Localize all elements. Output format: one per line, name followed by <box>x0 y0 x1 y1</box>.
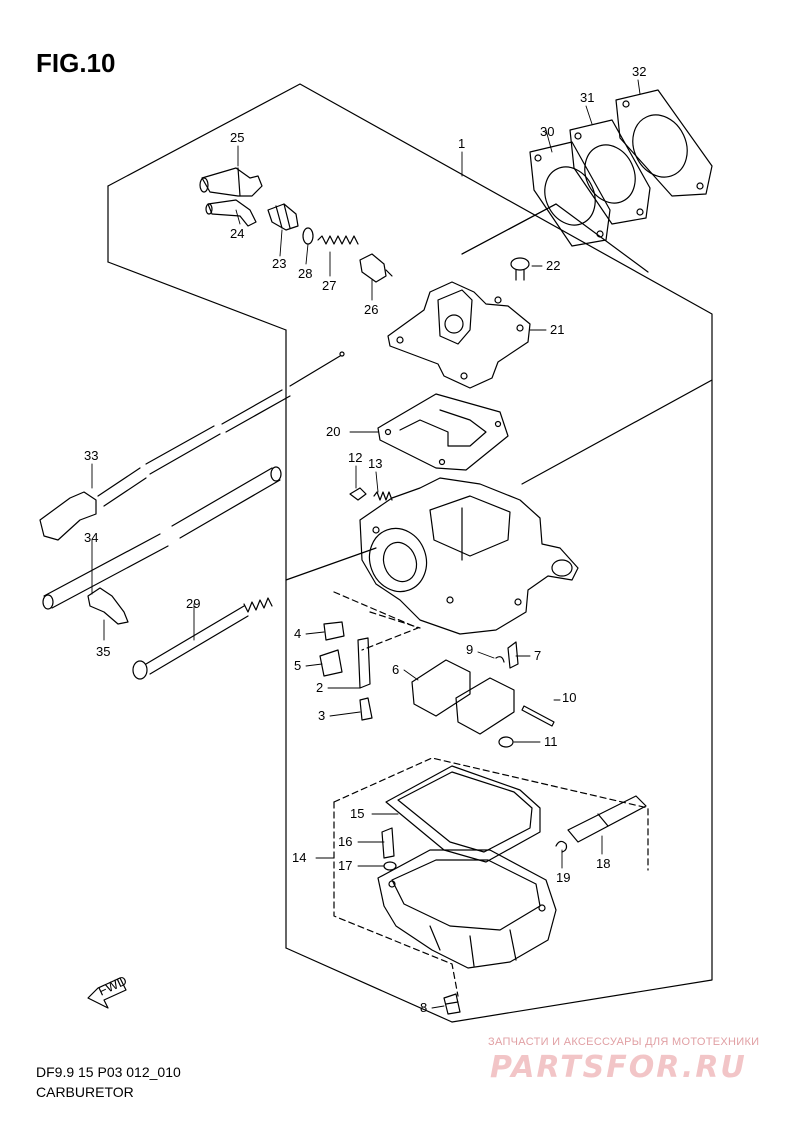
watermark-logo: PARTSFOR.RU <box>490 1050 747 1085</box>
part-label-4: 4 <box>294 626 301 641</box>
pin-10 <box>521 705 555 727</box>
float-6 <box>411 659 515 735</box>
top-cover-21 <box>387 281 531 389</box>
leader-lines <box>91 79 641 1009</box>
jet-3 <box>359 697 373 721</box>
part-label-35: 35 <box>96 644 110 659</box>
choke-cable-33 <box>39 351 345 541</box>
part-label-13: 13 <box>368 456 382 471</box>
part-label-1: 1 <box>458 136 465 151</box>
part-label-19: 19 <box>556 870 570 885</box>
part-label-6: 6 <box>392 662 399 677</box>
part-label-32: 32 <box>632 64 646 79</box>
part-label-18: 18 <box>596 856 610 871</box>
screw-16 <box>381 827 395 859</box>
part-label-34: 34 <box>84 530 98 545</box>
part-label-11: 11 <box>544 734 558 749</box>
clip-19 <box>555 840 568 853</box>
gasket-30 <box>529 141 611 247</box>
clamp-35 <box>87 587 129 625</box>
elbow-fitting-25 <box>199 167 263 197</box>
part-label-33: 33 <box>84 448 98 463</box>
gasket-15 <box>385 765 541 863</box>
part-label-21: 21 <box>550 322 564 337</box>
gasket-32 <box>615 89 713 197</box>
needle-jet-2 <box>357 637 371 689</box>
part-label-12: 12 <box>348 450 362 465</box>
part-label-28: 28 <box>298 266 312 281</box>
spring-13 <box>373 491 393 501</box>
gasket-20 <box>377 393 509 471</box>
screw-12 <box>349 487 367 501</box>
model-code: DF9.9 15 P03 012_010 <box>36 1064 181 1080</box>
part-label-10: 10 <box>562 690 576 705</box>
group-outlines <box>333 591 649 997</box>
float-chamber-14 <box>377 849 557 969</box>
jet-23 <box>267 203 299 231</box>
o-ring-28 <box>302 227 314 245</box>
screw-22 <box>510 257 530 281</box>
part-label-8: 8 <box>420 1000 427 1015</box>
part-label-14: 14 <box>292 850 306 865</box>
figure-title: FIG.10 <box>36 48 116 78</box>
part-label-23: 23 <box>272 256 286 271</box>
part-label-25: 25 <box>230 130 244 145</box>
float-needle-7 <box>507 641 519 669</box>
tube-34 <box>42 466 282 610</box>
assembly-outline <box>107 83 713 1023</box>
part-label-27: 27 <box>322 278 336 293</box>
part-label-31: 31 <box>580 90 594 105</box>
part-label-15: 15 <box>350 806 364 821</box>
forward-arrow-icon: FWD <box>87 973 129 1009</box>
part-label-29: 29 <box>186 596 200 611</box>
part-label-17: 17 <box>338 858 352 873</box>
part-label-2: 2 <box>316 680 323 695</box>
part-label-5: 5 <box>294 658 301 673</box>
part-label-20: 20 <box>326 424 340 439</box>
gasket-31 <box>569 119 651 225</box>
part-label-3: 3 <box>318 708 325 723</box>
screw-11 <box>498 736 514 748</box>
part-label-16: 16 <box>338 834 352 849</box>
hose-24 <box>205 199 257 227</box>
part-label-26: 26 <box>364 302 378 317</box>
part-label-9: 9 <box>466 642 473 657</box>
watermark-tagline: ЗАПЧАСТИ И АКСЕССУАРЫ ДЛЯ МОТОТЕХНИКИ <box>488 1036 760 1048</box>
part-label-30: 30 <box>540 124 554 139</box>
figure-caption: CARBURETOR <box>36 1084 134 1100</box>
screw-26 <box>359 253 393 283</box>
bolt-8 <box>443 993 461 1015</box>
part-label-22: 22 <box>546 258 560 273</box>
part-label-7: 7 <box>534 648 541 663</box>
jet-4 <box>323 621 345 641</box>
carburetor-body <box>359 477 579 635</box>
clip-9 <box>495 656 505 663</box>
pin-18 <box>567 795 647 843</box>
part-label-24: 24 <box>230 226 244 241</box>
part-labels: 1 2 3 4 5 6 7 8 9 10 11 12 13 14 15 16 1… <box>84 64 646 1015</box>
spring-27 <box>317 235 359 245</box>
bolt-29 <box>132 597 273 680</box>
jet-5 <box>319 649 343 677</box>
